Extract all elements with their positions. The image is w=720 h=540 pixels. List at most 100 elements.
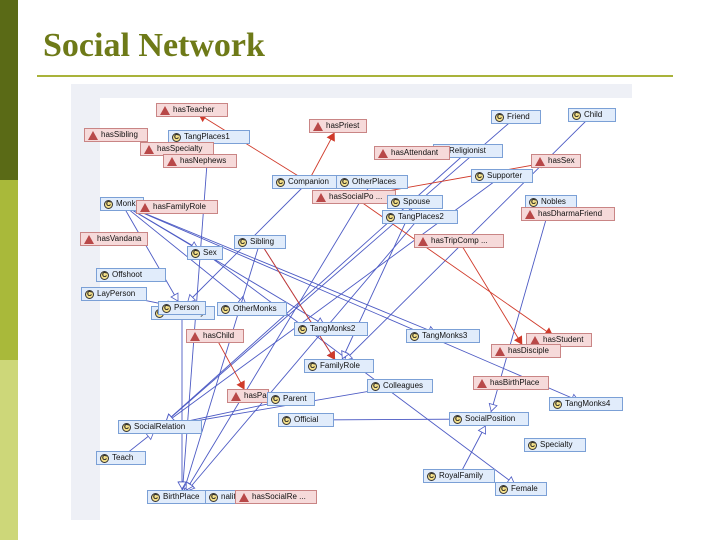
node-label: hasSpecialty (157, 144, 203, 153)
class-icon: C (122, 422, 131, 432)
property-node-hasvandana[interactable]: hasVandana (80, 232, 148, 246)
node-label: hasBirthPlace (490, 378, 540, 387)
property-icon (525, 209, 535, 219)
class-icon: C (453, 414, 462, 424)
property-icon (418, 236, 428, 246)
class-icon: C (209, 492, 218, 502)
class-icon: C (191, 248, 200, 258)
property-icon (378, 148, 388, 158)
class-icon: C (282, 415, 291, 425)
edge-otherplaces-birthplace (181, 181, 373, 498)
node-label: Supporter (487, 171, 523, 180)
class-icon: C (85, 289, 94, 299)
node-label: hasVandana (97, 234, 142, 243)
property-node-hassocialre[interactable]: hasSocialRe ... (235, 490, 317, 504)
title-rule (37, 75, 673, 77)
edge-arrowhead (477, 425, 486, 435)
property-node-hasfamilyrole[interactable]: hasFamilyRole (136, 200, 218, 214)
node-label: Official (294, 415, 319, 424)
property-node-hassocialpo[interactable]: hasSocialPo ... (312, 190, 396, 204)
node-label: Teach (112, 453, 134, 462)
edge-sibling-birthplace (181, 241, 261, 498)
node-label: Female (511, 484, 538, 493)
node-label: TangMonks4 (565, 399, 611, 408)
node-label: hasPa (244, 391, 267, 400)
class-icon: C (308, 361, 317, 371)
class-icon: C (221, 304, 230, 314)
property-node-hasteacher[interactable]: hasTeacher (156, 103, 228, 117)
property-node-hasdisciple[interactable]: hasDisciple (491, 344, 561, 358)
class-icon: C (427, 471, 436, 481)
property-node-hasattendant[interactable]: hasAttendant (374, 146, 450, 160)
node-label: Monk (116, 199, 136, 208)
edge-monk-tangmonks3 (121, 203, 444, 337)
sidebar-band-middle (0, 180, 18, 360)
class-icon: C (386, 212, 395, 222)
property-icon (477, 378, 487, 388)
property-node-hasparent[interactable]: hasPa (227, 389, 269, 403)
node-label: Companion (288, 177, 329, 186)
edge-arrowhead (341, 350, 350, 360)
property-node-hasdharmafriend[interactable]: hasDharmaFriend (521, 207, 615, 221)
node-label: Colleagues (383, 381, 424, 390)
property-node-hasbirthplace[interactable]: hasBirthPlace (473, 376, 549, 390)
property-node-hassibling[interactable]: hasSibling (84, 128, 148, 142)
node-label: Sex (203, 248, 217, 257)
class-icon: C (495, 112, 504, 122)
node-label: Spouse (403, 197, 431, 206)
node-label: RoyalFamily (439, 471, 484, 480)
property-icon (535, 156, 545, 166)
property-icon (530, 335, 540, 345)
class-icon: C (475, 171, 484, 181)
property-node-hassex[interactable]: hasSex (531, 154, 581, 168)
node-label: Sibling (250, 237, 275, 246)
node-label: hasStudent (543, 335, 584, 344)
property-node-haschild[interactable]: hasChild (186, 329, 244, 343)
node-label: Offshoot (112, 270, 143, 279)
edge-arrowhead (326, 350, 336, 360)
property-node-hastripcomp[interactable]: hasTripComp ... (414, 234, 504, 248)
property-node-hasnephews[interactable]: hasNephews (163, 154, 237, 168)
node-label: SocialPosition (465, 414, 516, 423)
node-label: SocialRelation (134, 422, 186, 431)
property-icon (190, 331, 200, 341)
property-node-haspriest[interactable]: hasPriest (309, 119, 367, 133)
node-label: FamilyRole (320, 361, 361, 370)
edge-hastripcomp-hasdisciple (458, 240, 527, 352)
node-label: Religionist (449, 146, 486, 155)
node-label: hasSibling (101, 130, 138, 139)
class-icon: C (100, 270, 109, 280)
node-label: hasNephews (180, 156, 227, 165)
property-icon (495, 346, 505, 356)
edge-arrowhead (326, 132, 335, 142)
